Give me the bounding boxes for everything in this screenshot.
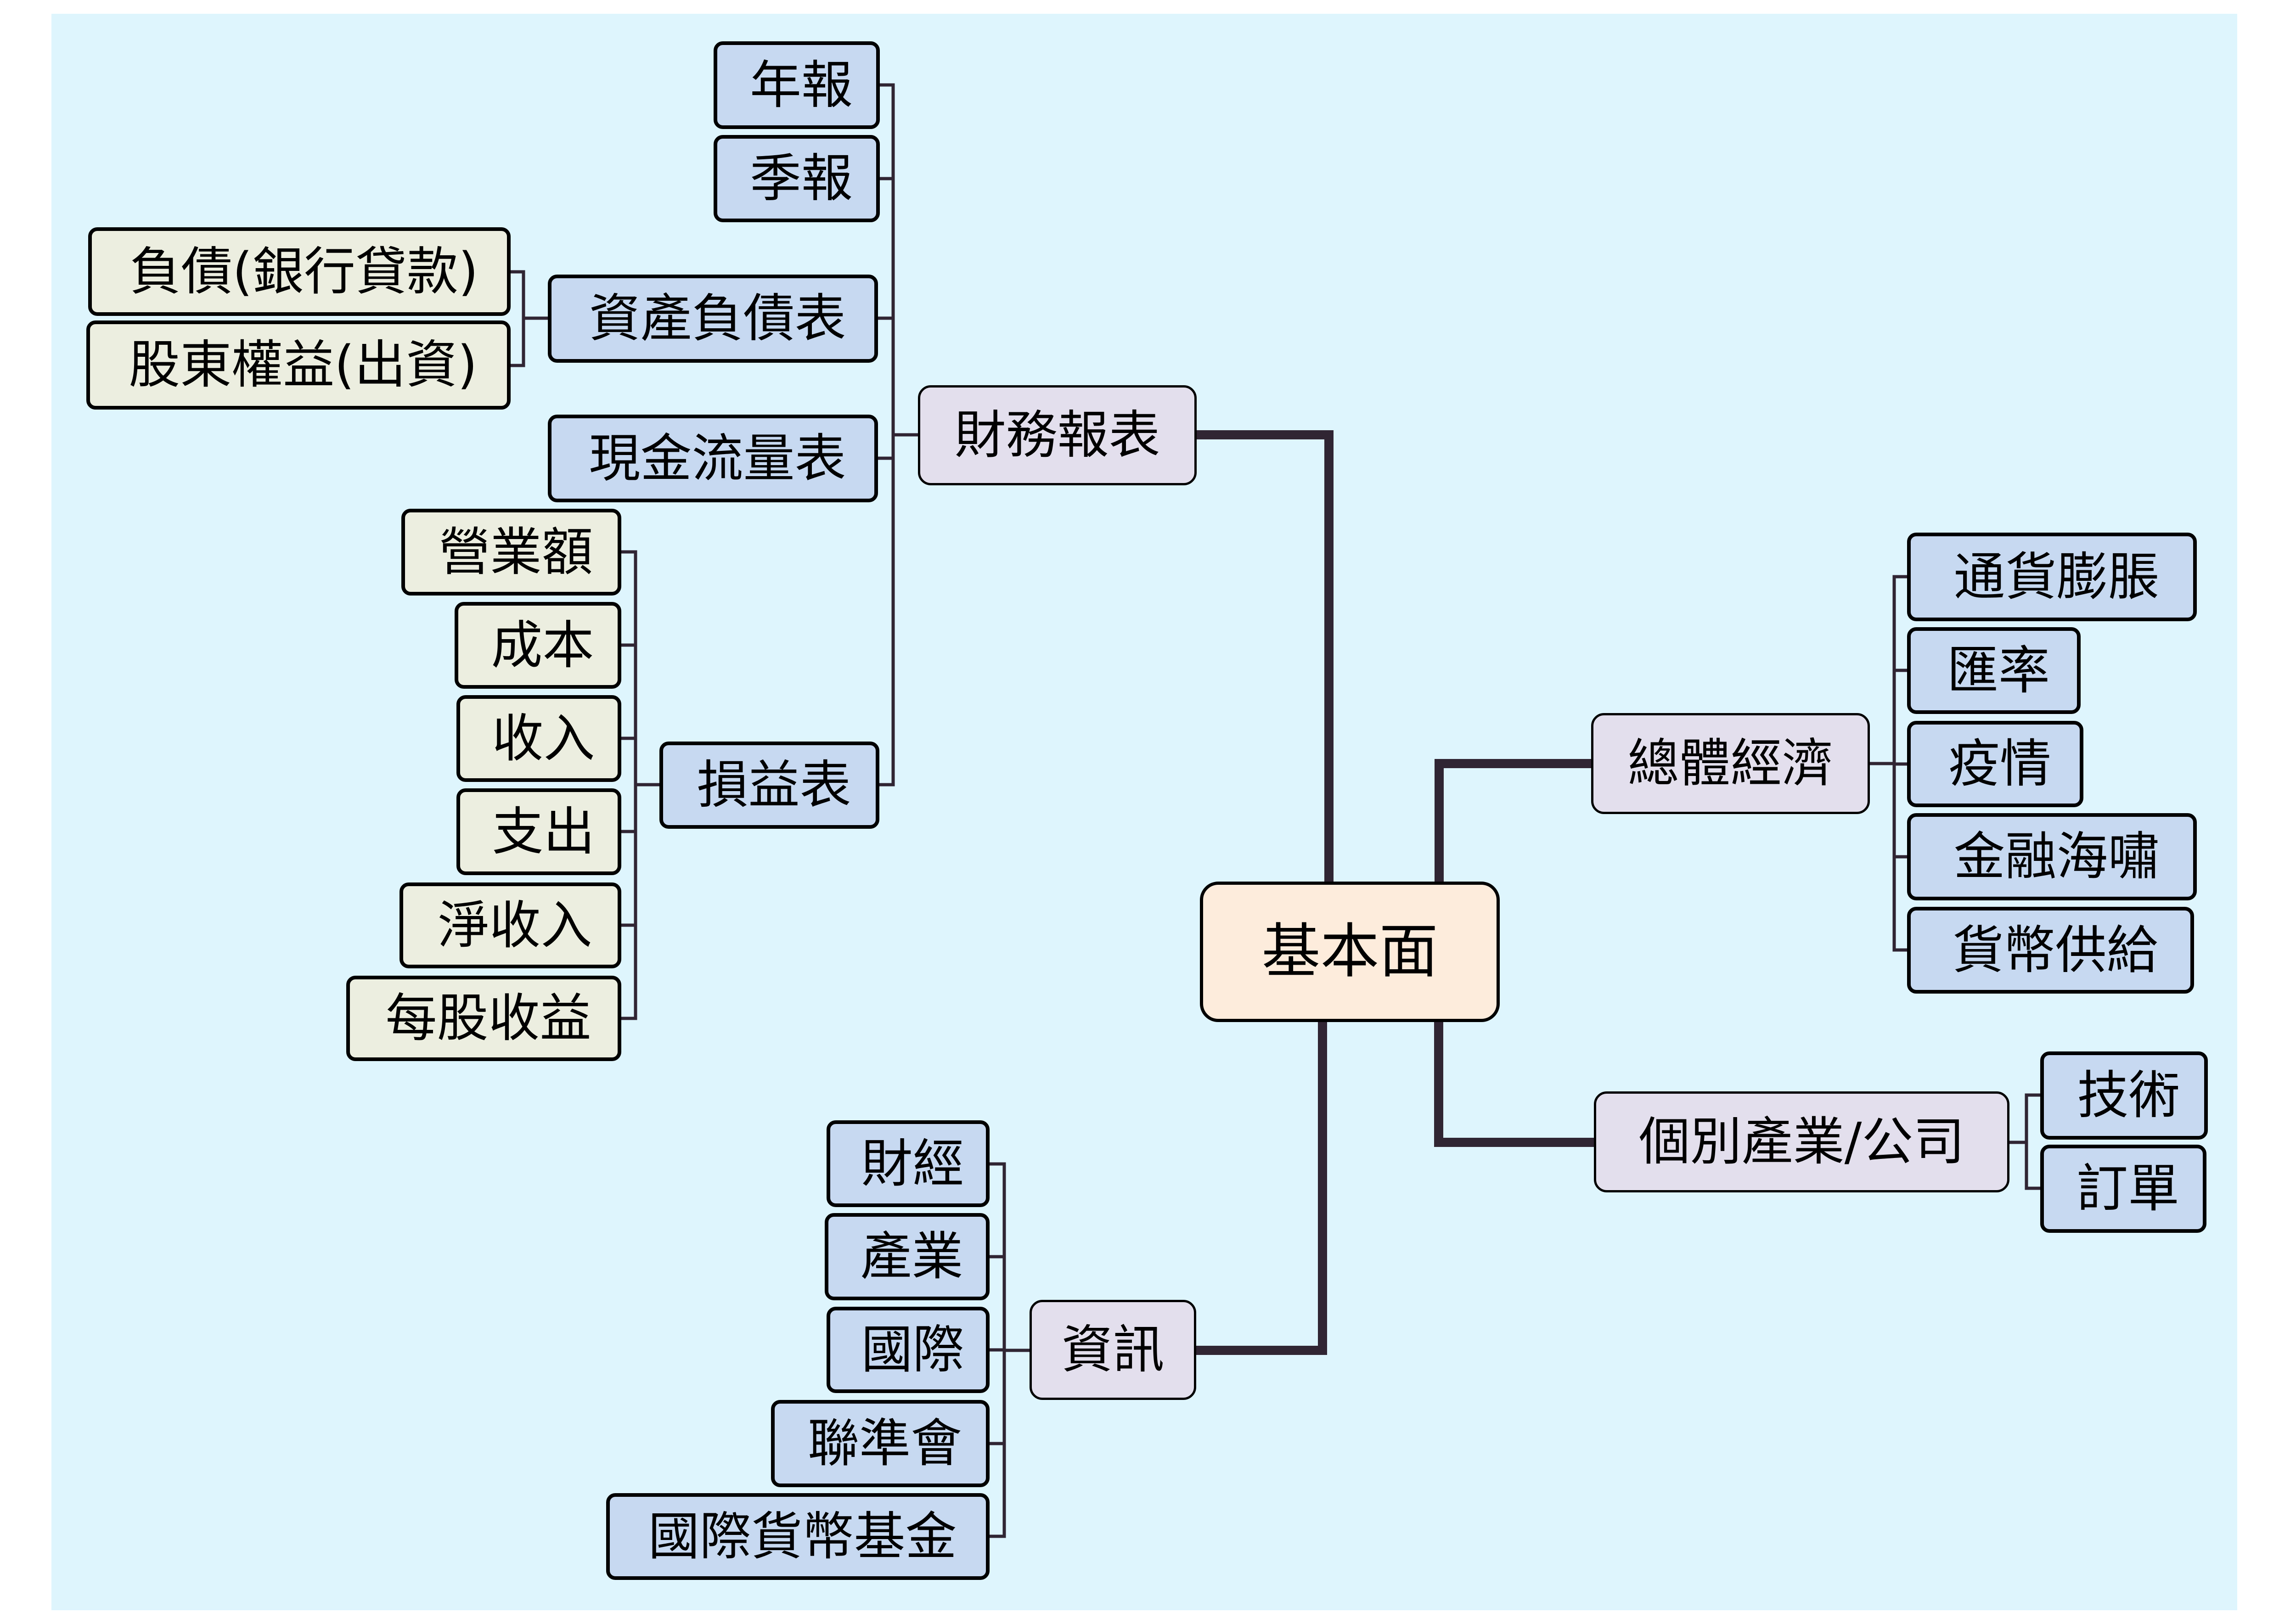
leaf-label: 成本 (491, 615, 594, 675)
topic-label: 年報 (750, 55, 853, 115)
branch-industry-company[interactable]: 個別產業/公司 (1594, 1091, 2009, 1192)
leaf-revenue[interactable]: 營業額 (401, 509, 621, 596)
topic-income-statement[interactable]: 損益表 (659, 742, 879, 829)
topic-label: 訂單 (2077, 1159, 2179, 1219)
topic-inflation[interactable]: 通貨膨脹 (1907, 533, 2197, 621)
leaf-label: 負債(銀行貸款) (129, 242, 478, 302)
leaf-label: 淨收入 (438, 895, 592, 955)
connector-root-to-industry-company (1434, 1022, 1594, 1147)
connector-industry-company-children (2025, 1093, 2040, 1190)
connector-income-statement-children (621, 550, 637, 1020)
topic-label: 季報 (750, 149, 853, 208)
topic-label: 金融海嘯 (1953, 827, 2160, 887)
topic-label: 疫情 (1948, 734, 2051, 794)
leaf-label: 每股收益 (385, 989, 591, 1048)
topic-quarterly-report[interactable]: 季報 (714, 135, 880, 222)
branch-information[interactable]: 資訊 (1030, 1300, 1196, 1400)
topic-money-supply[interactable]: 貨幣供給 (1907, 907, 2194, 994)
topic-label: 技術 (2077, 1066, 2180, 1125)
topic-label: 聯準會 (808, 1414, 962, 1473)
leaf-earnings-per-share[interactable]: 每股收益 (346, 976, 621, 1061)
topic-label: 損益表 (697, 755, 851, 815)
topic-imf[interactable]: 國際貨幣基金 (606, 1493, 990, 1580)
topic-exchange-rate[interactable]: 匯率 (1907, 627, 2081, 714)
topic-label: 現金流量表 (589, 428, 846, 489)
topic-finance-news[interactable]: 財經 (827, 1120, 990, 1207)
connector-balance-sheet-children (511, 270, 525, 367)
connector-root-to-information (1196, 1022, 1327, 1355)
branch-label: 資訊 (1061, 1320, 1165, 1380)
topic-federal-reserve[interactable]: 聯準會 (771, 1400, 990, 1487)
leaf-income[interactable]: 收入 (456, 695, 621, 782)
topic-label: 資產負債表 (589, 289, 846, 348)
topic-label: 通貨膨脹 (1953, 547, 2160, 607)
topic-balance-sheet[interactable]: 資產負債表 (548, 275, 878, 363)
branch-macroeconomics[interactable]: 總體經濟 (1591, 713, 1870, 814)
topic-international[interactable]: 國際 (827, 1307, 990, 1393)
leaf-label: 股東權益(出資) (129, 335, 478, 395)
topic-label: 財經 (861, 1134, 964, 1194)
topic-label: 國際貨幣基金 (648, 1506, 957, 1567)
topic-label: 國際 (861, 1320, 964, 1380)
leaf-liabilities[interactable]: 負債(銀行貸款) (88, 227, 511, 316)
connector-root-to-macroeconomics (1435, 759, 1591, 882)
root-label: 基本面 (1261, 917, 1438, 986)
root-node[interactable]: 基本面 (1200, 882, 1500, 1022)
leaf-cost[interactable]: 成本 (455, 602, 621, 689)
topic-label: 貨幣供給 (1952, 920, 2158, 980)
topic-technology[interactable]: 技術 (2040, 1051, 2208, 1140)
leaf-label: 支出 (492, 802, 595, 862)
connector-root-to-financial-statements (1197, 430, 1334, 882)
branch-financial-statements[interactable]: 財務報表 (918, 385, 1197, 485)
branch-label: 總體經濟 (1627, 734, 1834, 793)
topic-financial-crisis[interactable]: 金融海嘯 (1907, 813, 2197, 900)
leaf-expenses[interactable]: 支出 (456, 788, 621, 875)
topic-label: 匯率 (1947, 641, 2050, 701)
branch-label: 個別產業/公司 (1638, 1112, 1965, 1172)
leaf-label: 收入 (492, 708, 595, 769)
topic-pandemic[interactable]: 疫情 (1907, 721, 2083, 807)
topic-cash-flow-statement[interactable]: 現金流量表 (548, 415, 878, 502)
branch-label: 財務報表 (954, 405, 1160, 465)
leaf-net-income[interactable]: 淨收入 (400, 882, 621, 968)
topic-industry-news[interactable]: 產業 (825, 1213, 990, 1300)
leaf-shareholders-equity[interactable]: 股東權益(出資) (86, 320, 511, 410)
connector-financial-statements-children (879, 83, 895, 787)
topic-orders[interactable]: 訂單 (2040, 1145, 2206, 1233)
leaf-label: 營業額 (439, 522, 593, 582)
topic-annual-report[interactable]: 年報 (714, 41, 880, 129)
topic-label: 產業 (860, 1227, 963, 1287)
